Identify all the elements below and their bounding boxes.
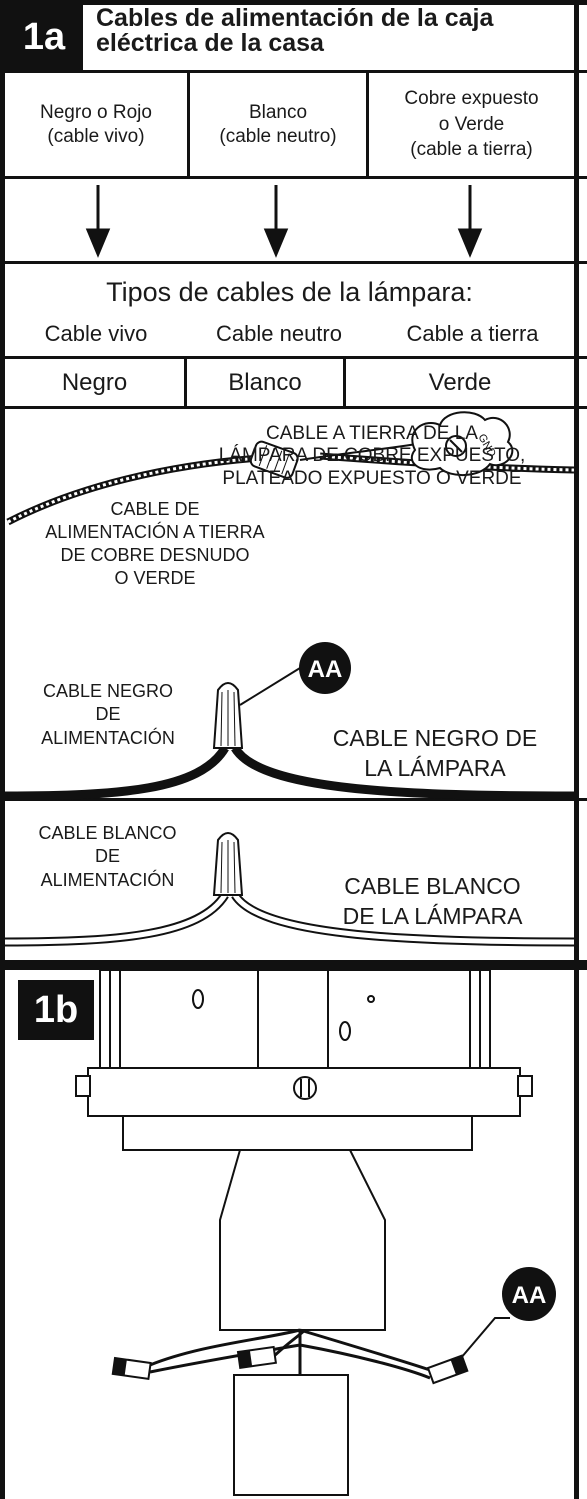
step-title-line1: Cables de alimentación de la caja bbox=[96, 4, 494, 32]
divider-types bbox=[0, 356, 587, 359]
divider-title bbox=[0, 70, 587, 73]
divider-supply bbox=[0, 176, 587, 179]
fixture-heading: Tipos de cables de la lámpara: bbox=[106, 277, 473, 307]
divider-top bbox=[0, 0, 587, 5]
supply-white-label: CABLE BLANCO DE ALIMENTACIÓN bbox=[38, 823, 177, 890]
fixture-ground-label: CABLE A TIERRA DE LA LÁMPARA DE COBRE EX… bbox=[218, 423, 526, 489]
divider-black bbox=[0, 798, 587, 801]
fixture-color-neutral: Blanco bbox=[228, 368, 302, 396]
step-title: Cables de alimentación de la caja eléctr… bbox=[96, 6, 574, 56]
fixture-black-label: CABLE NEGRO DE LA LÁMPARA bbox=[332, 725, 538, 781]
fixture-type-ground: Cable a tierra bbox=[406, 321, 539, 346]
fixture-color-hot: Negro bbox=[61, 368, 128, 396]
fixture-white-label: CABLE BLANCO DE LA LÁMPARA bbox=[342, 873, 523, 929]
divider-colors bbox=[0, 406, 587, 409]
step-badge-1b: 1b bbox=[18, 980, 94, 1040]
fixture-type-hot: Cable vivo bbox=[44, 321, 148, 346]
divider-arrows bbox=[0, 261, 587, 264]
fixture-type-neutral: Cable neutro bbox=[216, 321, 342, 346]
supply-wire-hot: Negro o Rojo(cable vivo) bbox=[40, 101, 152, 147]
step-badge-1a: 1a bbox=[5, 5, 83, 70]
col-divider bbox=[343, 359, 346, 406]
step-title-line2: eléctrica de la casa bbox=[96, 29, 324, 57]
supply-ground-label: CABLE DE ALIMENTACIÓN A TIERRA DE COBRE … bbox=[45, 499, 265, 588]
fixture-color-ground: Verde bbox=[428, 368, 492, 396]
supply-black-label: CABLE NEGRO DE ALIMENTACIÓN bbox=[41, 681, 175, 748]
divider-1b bbox=[0, 960, 587, 970]
col-divider bbox=[187, 73, 190, 176]
col-divider bbox=[184, 359, 187, 406]
supply-wire-neutral: Blanco(cable neutro) bbox=[219, 101, 337, 147]
col-divider bbox=[366, 73, 369, 176]
